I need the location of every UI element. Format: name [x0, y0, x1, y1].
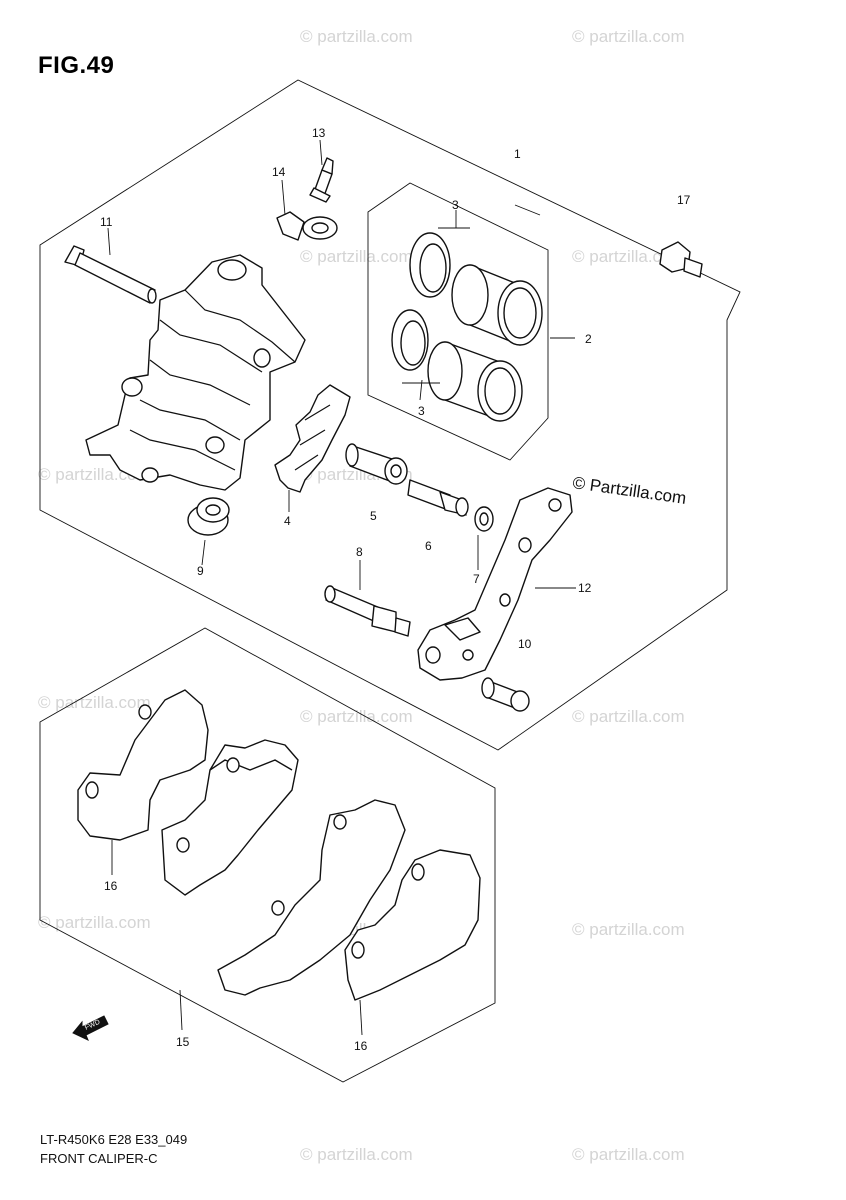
callout-2: 2 — [585, 332, 592, 346]
figure-title: FIG.49 — [38, 52, 115, 79]
watermark: © partzilla.com — [572, 920, 685, 939]
callout-7: 7 — [473, 572, 480, 586]
mounting-bolt — [659, 241, 703, 278]
callout-8: 8 — [356, 545, 363, 559]
brake-pad-right-a — [217, 799, 406, 996]
caliper-bracket — [417, 487, 573, 681]
figure-name: FRONT CALIPER-C — [40, 1151, 158, 1166]
callout-16: 16 — [104, 879, 118, 893]
watermark-main: © Partzilla.com — [571, 473, 687, 508]
slide-pin-bolt — [64, 245, 157, 304]
bracket-bolt — [324, 585, 411, 637]
callout-5: 5 — [370, 509, 377, 523]
callout-15: 15 — [176, 1035, 190, 1049]
pin-boot — [187, 497, 230, 536]
watermark-layer: © partzilla.com © partzilla.com © partzi… — [38, 27, 688, 1164]
piston-kit-outline — [367, 182, 549, 461]
figure-footer: LT-R450K6 E28 E33_049 FRONT CALIPER-C — [40, 1130, 187, 1168]
bleeder-cap — [276, 211, 338, 241]
watermark: © partzilla.com — [300, 707, 413, 726]
leader-lines — [107, 139, 576, 1036]
callout-13: 13 — [312, 126, 326, 140]
slide-sleeve — [345, 443, 408, 485]
forward-arrow-icon: FWD — [72, 1015, 109, 1041]
pad-spring — [274, 384, 351, 493]
watermark: © partzilla.com — [572, 27, 685, 46]
pad-set-outline — [39, 627, 496, 1083]
bleeder-screw — [309, 157, 334, 203]
watermark: © partzilla.com — [300, 247, 413, 266]
caliper-assembly-outline — [39, 79, 741, 751]
watermark: © partzilla.com — [300, 1145, 413, 1164]
watermark: © partzilla.com — [38, 913, 151, 932]
callout-11: 11 — [100, 215, 113, 229]
watermark: © partzilla.com — [300, 27, 413, 46]
figure-code: LT-R450K6 E28 E33_049 — [40, 1132, 188, 1147]
callout-labels: 1 2 3 3 4 5 6 7 8 9 10 11 12 13 14 15 16… — [100, 126, 691, 1053]
watermark: © partzilla.com — [572, 1145, 685, 1164]
callout-17: 17 — [677, 193, 691, 207]
callout-14: 14 — [272, 165, 286, 179]
callout-4: 4 — [284, 514, 291, 528]
callout-6: 6 — [425, 539, 432, 553]
callout-3: 3 — [452, 198, 459, 212]
slide-pin — [407, 479, 469, 517]
brake-pad-left — [77, 689, 209, 841]
callout-3: 3 — [418, 404, 425, 418]
callout-10: 10 — [518, 637, 532, 651]
watermark: © partzilla.com — [38, 693, 151, 712]
callout-16: 16 — [354, 1039, 368, 1053]
caliper-body — [85, 254, 306, 491]
brake-pad-right-b — [344, 849, 481, 1001]
callout-12: 12 — [578, 581, 592, 595]
washer — [474, 506, 494, 532]
bracket-sleeve — [481, 677, 530, 712]
piston-set — [391, 232, 543, 422]
callout-9: 9 — [197, 564, 204, 578]
brake-pad-backing — [161, 739, 299, 896]
watermark: © partzilla.com — [572, 707, 685, 726]
callout-1: 1 — [514, 147, 521, 161]
